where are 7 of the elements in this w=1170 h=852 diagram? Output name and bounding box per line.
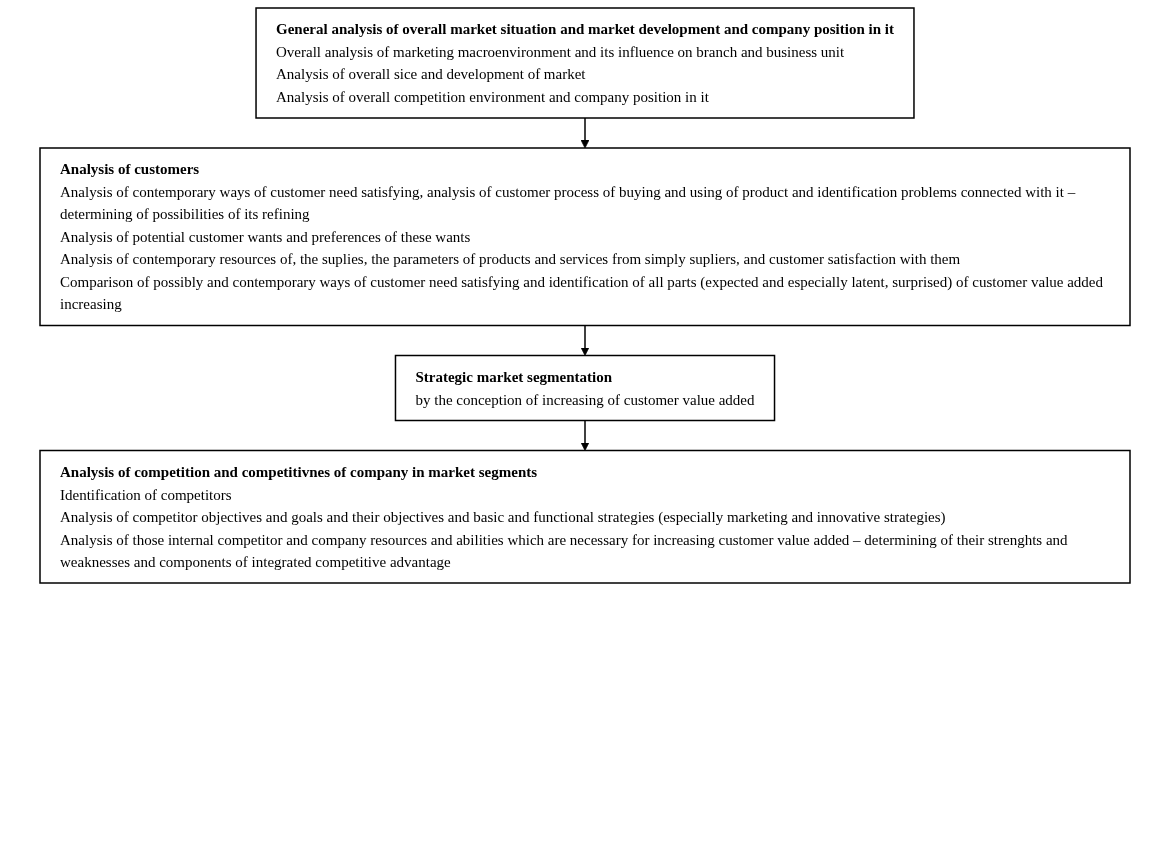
node-box: Analysis of customers Analysis of contemporary ways of customer need satisfying, analysis of customer process of buying and using of product and identification problems connected with it – determining of possibilities of its refining Analysis of potential customer wants and preferences of these wants Analysis of contemporary resources of, the suplies, the parameters of products and services from simply supliers, and customer satisfaction with them Comparison of possibly and contemporary ways of customer need satisfying and identification of all parts (expected and especially latent, surprised) of customer value added increasing [39,147,1131,327]
node-box: General analysis of overall market situation and market development and company position in it Overall analysis of marketing macroenvironment and its influence on branch and business unit Analysis of overall sice and development of market Analysis of overall competition environment and company position in it [255,7,915,119]
arrow [580,117,590,149]
node-box: Analysis of competition and competitivnes of company in market segments Identification of competitors Analysis of competitor objectives and goals and their objectives and basic and functional strategies (especially marketing and innovative strategies) Analysis of those internal competitor and company resources and abilities which are necessary for increasing customer value added – determining of their strenghts and weaknesses and components of integrated competitive advantage [39,449,1131,584]
arrow [580,324,590,356]
node-box: Strategic market segmentation by the conception of increasing of customer value added [394,354,776,422]
arrow [580,419,590,451]
